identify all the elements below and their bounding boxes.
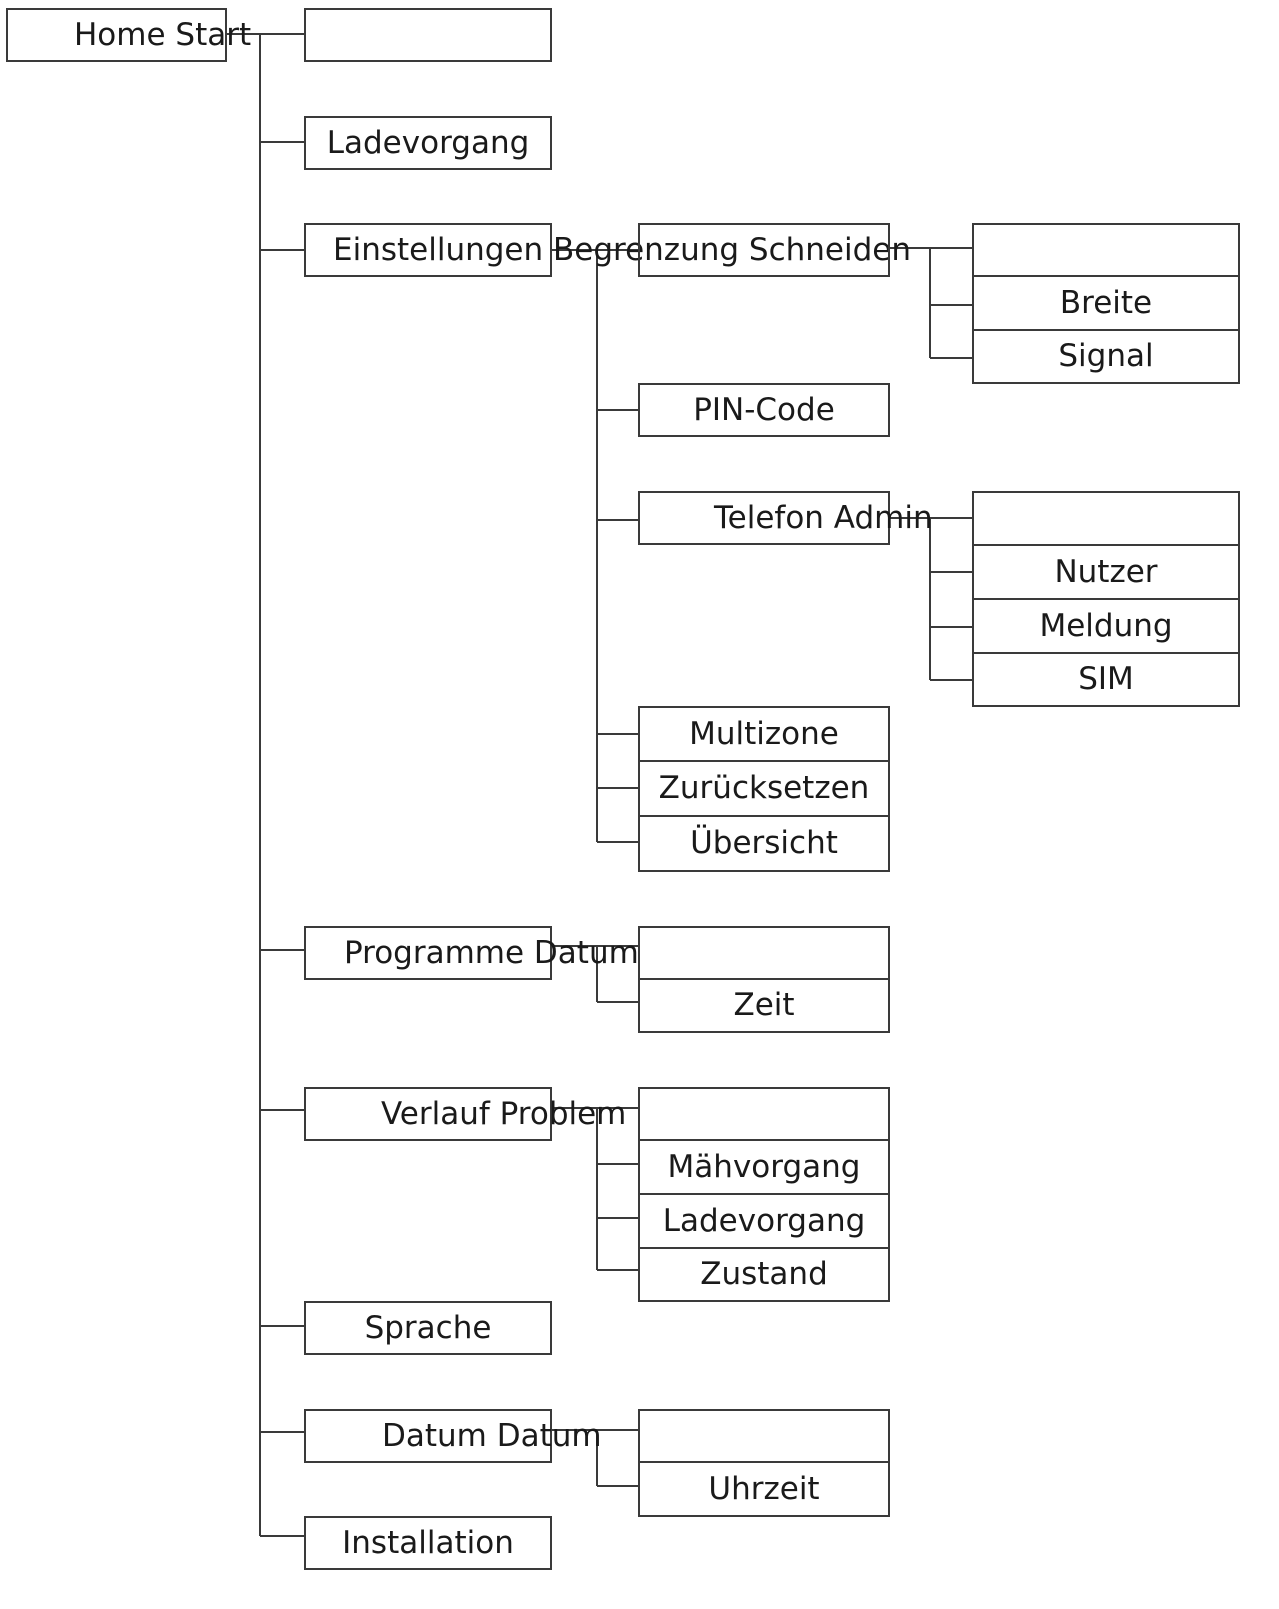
node-uebersicht: Übersicht	[638, 815, 890, 872]
node-label: Telefon Admin	[714, 499, 933, 536]
node-label: Breite	[1059, 284, 1153, 321]
node-home-sub	[304, 8, 552, 62]
node-label: Home Start	[74, 16, 252, 53]
node-label: Ladevorgang	[662, 1202, 866, 1239]
node-problem-placeholder	[638, 1087, 890, 1141]
node-sim: SIM	[972, 652, 1240, 707]
node-label: Multizone	[689, 715, 839, 752]
node-programme-datum: Programme Datum	[304, 926, 639, 980]
node-label: Mähvorgang	[667, 1148, 861, 1185]
node-nutzer: Nutzer	[972, 544, 1240, 600]
node-schneiden-sub-placeholder	[972, 223, 1240, 277]
node-zuruecksetzen: Zurücksetzen	[638, 760, 890, 817]
node-label: Ladevorgang	[326, 124, 530, 161]
node-datum-placeholder	[638, 926, 890, 980]
node-verlauf-problem: Verlauf Problem	[304, 1087, 626, 1141]
node-label: Meldung	[1039, 607, 1173, 644]
node-uhrzeit: Uhrzeit	[638, 1461, 890, 1517]
node-installation: Installation	[304, 1516, 552, 1570]
node-home-start: Home Start	[6, 8, 251, 62]
node-label: Zustand	[700, 1256, 828, 1292]
node-multizone: Multizone	[638, 706, 890, 762]
node-datum2-placeholder	[638, 1409, 890, 1463]
node-label: PIN-Code	[693, 391, 835, 428]
node-admin-placeholder	[972, 491, 1240, 546]
node-einstellungen: Einstellungen Begrenzung Schneiden	[304, 223, 911, 277]
node-label: SIM	[1078, 661, 1134, 697]
node-pin-code: PIN-Code	[638, 383, 890, 437]
node-ladevorgang-2: Ladevorgang	[638, 1193, 890, 1249]
node-label: Verlauf Problem	[381, 1095, 627, 1132]
node-maehvorgang: Mähvorgang	[638, 1139, 890, 1195]
node-schneiden-placeholder	[638, 223, 890, 277]
node-label: Installation	[342, 1524, 514, 1561]
node-zeit: Zeit	[638, 978, 890, 1033]
node-ladevorgang: Ladevorgang	[304, 116, 552, 170]
node-datum-datum: Datum Datum	[304, 1409, 602, 1463]
node-breite: Breite	[972, 275, 1240, 331]
node-zustand: Zustand	[638, 1247, 890, 1302]
node-signal: Signal	[972, 329, 1240, 384]
node-label: Übersicht	[690, 825, 838, 861]
node-label: Zurücksetzen	[658, 770, 870, 806]
node-telefon-admin: Telefon Admin	[638, 491, 933, 545]
node-label: Zeit	[733, 987, 795, 1023]
node-label: Signal	[1058, 338, 1154, 374]
node-label: Uhrzeit	[708, 1470, 820, 1507]
node-label: Nutzer	[1054, 553, 1158, 590]
node-label: Sprache	[364, 1309, 492, 1346]
node-label: Datum Datum	[382, 1417, 602, 1454]
node-label: Programme Datum	[344, 934, 639, 971]
node-label: Einstellungen Begrenzung Schneiden	[333, 231, 911, 268]
node-meldung: Meldung	[972, 598, 1240, 654]
node-sprache: Sprache	[304, 1301, 552, 1355]
